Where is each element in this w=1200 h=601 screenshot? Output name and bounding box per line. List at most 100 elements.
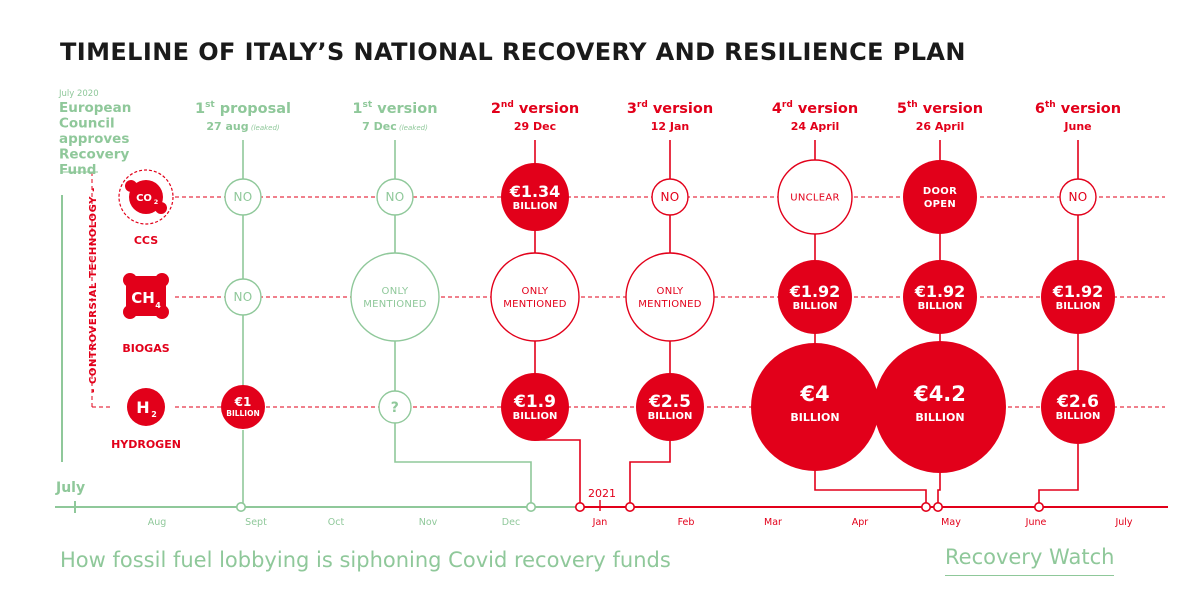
- cell-bubble: [874, 341, 1006, 473]
- month-label: Dec: [502, 517, 520, 528]
- cell-text: NO: [233, 290, 252, 304]
- version-date: 24 April: [791, 120, 840, 133]
- axis-start-label: July: [55, 480, 85, 496]
- version-heading: 4rd version: [772, 100, 858, 117]
- version-heading: 3rd version: [627, 100, 713, 117]
- cell-ccs: NO: [224, 178, 262, 216]
- month-label: Sept: [245, 517, 267, 528]
- cell-bubble: [903, 260, 977, 334]
- cell-bubble: [224, 178, 262, 216]
- cell-ccs: NO: [376, 178, 414, 216]
- year-label: 2021: [588, 487, 616, 500]
- co2-symbol: CO: [136, 193, 152, 204]
- cell-amount: €2.6: [1056, 392, 1099, 412]
- version-heading: 1st version: [352, 100, 437, 117]
- month-label: Mar: [764, 517, 782, 528]
- cell-text: NO: [233, 190, 252, 204]
- cell-unit: BILLION: [915, 411, 964, 424]
- cell-bubble: [501, 163, 569, 231]
- version-date: 27 aug (leaked): [206, 120, 280, 133]
- ch4-atom: [155, 305, 169, 319]
- council-date: July 2020: [58, 89, 99, 99]
- connector-v2: [394, 418, 532, 507]
- subtitle: How fossil fuel lobbying is siphoning Co…: [60, 548, 671, 572]
- cell-text: MENTIONED: [638, 299, 702, 310]
- page-title: TIMELINE OF ITALY’S NATIONAL RECOVERY AN…: [60, 38, 966, 66]
- cell-unit: BILLION: [513, 201, 558, 212]
- council-text-line: Council: [59, 116, 115, 132]
- tech-label-ccs: CCS: [134, 234, 158, 247]
- cell-amount: €1.92: [1052, 282, 1104, 301]
- cell-unit: BILLION: [918, 301, 963, 312]
- cell-bubble: [651, 178, 689, 216]
- month-label: Apr: [852, 517, 869, 528]
- version-date: 7 Dec (leaked): [362, 120, 428, 133]
- h2-core: [127, 388, 165, 426]
- cell-unit: BILLION: [513, 411, 558, 422]
- cell-text: ONLY: [382, 286, 409, 297]
- co2-halo: [118, 169, 174, 225]
- cell-text: NO: [1068, 190, 1087, 204]
- version-date: 12 Jan: [651, 120, 689, 133]
- month-label: Jan: [592, 517, 608, 528]
- cell-text: DOOR: [923, 186, 957, 197]
- cell-text: MENTIONED: [363, 299, 427, 310]
- date-marker: [932, 501, 943, 512]
- co2-core: [129, 180, 163, 214]
- council-text-line: European: [59, 100, 131, 116]
- cell-bubble: [1041, 370, 1115, 444]
- date-marker: [574, 501, 585, 512]
- date-marker: [624, 501, 635, 512]
- cell-text: NO: [660, 190, 679, 204]
- connector-v5: [814, 471, 927, 507]
- cell-hydrogen: ?: [378, 390, 412, 424]
- cell-amount: €1.92: [914, 282, 966, 301]
- version-heading: 5th version: [897, 100, 983, 117]
- month-label: Aug: [148, 517, 167, 528]
- cell-amount: €4: [799, 382, 829, 406]
- vertical-label: - CONTROVERSIAL TECHNOLOGY -: [88, 187, 99, 393]
- version-date: 29 Dec: [514, 120, 556, 133]
- month-label: Oct: [328, 517, 345, 528]
- cell-bubble: [490, 252, 580, 342]
- tech-label-hydrogen: HYDROGEN: [111, 438, 181, 451]
- cell-biogas: ONLY MENTIONED: [350, 252, 440, 342]
- cell-bubble: [625, 252, 715, 342]
- cell-amount: €2.5: [648, 392, 691, 412]
- month-label: July: [1114, 517, 1132, 528]
- connector-v7: [1038, 444, 1079, 507]
- date-marker: [920, 501, 931, 512]
- cell-bubble: [751, 343, 879, 471]
- date-marker: [1034, 501, 1045, 512]
- ch4-atom: [123, 273, 137, 287]
- ch4-body: [126, 276, 166, 316]
- cell-text: ?: [391, 400, 399, 416]
- cell-bubble: [501, 373, 569, 441]
- cell-bubble: [224, 278, 262, 316]
- cell-unit: BILLION: [1056, 411, 1101, 422]
- month-label: Nov: [419, 517, 438, 528]
- co2-sub: 2: [154, 198, 159, 206]
- tech-label-biogas: BIOGAS: [122, 342, 169, 355]
- cell-amount: €1.34: [509, 182, 561, 201]
- month-label: Feb: [678, 517, 695, 528]
- cell-bubble: [221, 385, 265, 429]
- cell-unit: BILLION: [648, 411, 693, 422]
- date-marker: [525, 501, 536, 512]
